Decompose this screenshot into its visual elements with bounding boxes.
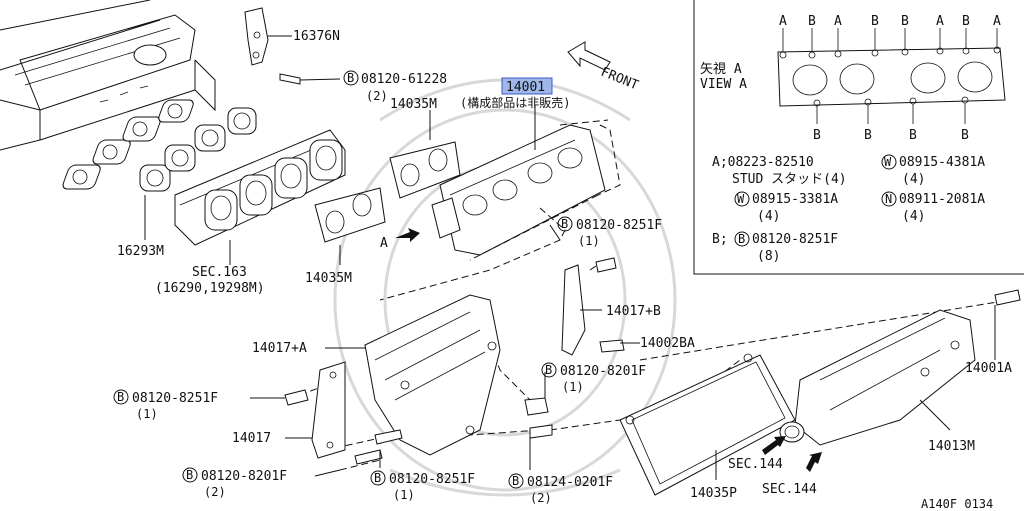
legend-w-3381a-qty: (4)	[757, 209, 780, 224]
legend-w-4381a: 08915-4381A	[899, 155, 985, 170]
inset-top-letter-8: A	[993, 14, 1001, 29]
heat-shield-14017	[311, 361, 346, 459]
label-14017: 14017	[232, 431, 271, 446]
inset-top-letter-4: B	[871, 14, 879, 29]
label-sec144-a: SEC.144	[728, 457, 783, 472]
engine-head	[0, 0, 216, 151]
gasket-14035p	[619, 353, 796, 496]
label-arrow-a: A	[380, 236, 388, 251]
bolt-61228	[279, 73, 341, 85]
b-symbol: B	[512, 474, 519, 488]
label-sec144-b: SEC.144	[762, 482, 817, 497]
label-08120-61228: 08120-61228	[361, 72, 447, 87]
label-08120-8251f-l: 08120-8251F	[132, 391, 218, 406]
label-14013m: 14013M	[928, 439, 975, 454]
label-14035m-mid: 14035M	[305, 271, 352, 286]
label-14017b: 14017+B	[606, 304, 661, 319]
gasket-14035m-lower	[314, 187, 386, 243]
bolts	[284, 257, 1021, 465]
b-symbol: B	[186, 468, 193, 482]
gasket-14035m-upper	[389, 141, 461, 199]
inset-top-letter-5: B	[901, 14, 909, 29]
highlight-box	[501, 77, 553, 95]
footer-code: A140F 0134	[921, 497, 993, 511]
ref-b-0201f: B 08124-0201F (2)	[508, 473, 613, 505]
legend-n-2081a: 08911-2081A	[899, 192, 985, 207]
b-symbol: B	[738, 232, 745, 246]
qty-2-b: (2)	[204, 485, 226, 499]
legend-w-4381a-qty: (4)	[902, 172, 925, 187]
ref-b-8251f-b: B 08120-8251F (1)	[370, 470, 475, 502]
label-14001a: 14001A	[965, 361, 1012, 376]
label-08120-8201f-m: 08120-8201F	[560, 364, 646, 379]
inset-top-letter-3: A	[834, 14, 842, 29]
intake-manifold	[174, 129, 346, 246]
w-symbol: W	[737, 192, 745, 206]
legend-b-8251f-qty: (8)	[757, 249, 780, 264]
label-14017a: 14017+A	[252, 341, 307, 356]
inset-bottom-letter-3: B	[909, 128, 917, 143]
legend-a-stud: A;08223-82510	[712, 155, 814, 170]
legend-w-3381a: 08915-3381A	[752, 192, 838, 207]
label-08120-8201f-b: 08120-8201F	[201, 469, 287, 484]
qty-2: (2)	[366, 89, 388, 103]
view-arrow-a	[395, 228, 420, 242]
legend-b-8251f: 08120-8251F	[752, 232, 838, 247]
qty-1-l: (1)	[136, 407, 158, 421]
ref-b-8251f-l: B 08120-8251F (1)	[113, 389, 218, 421]
front-arrow-icon	[567, 41, 611, 71]
qty-1-m: (1)	[562, 380, 584, 394]
exhaust-pipe-14013m	[779, 309, 976, 446]
label-08120-8251f-b: 08120-8251F	[389, 472, 475, 487]
b-symbol: B	[347, 71, 354, 85]
front-label: FRONT	[599, 65, 641, 94]
note-not-sold: (構成部品は非販売)	[460, 95, 570, 110]
intake-gaskets	[62, 99, 257, 192]
ref-b-8251f-r: B 08120-8251F (1)	[557, 216, 662, 248]
label-16293m: 16293M	[117, 244, 164, 259]
inset-bottom-letter-4: B	[961, 128, 969, 143]
ref-b-8201f-m: B 08120-8201F (1)	[541, 362, 646, 394]
b-symbol: B	[117, 390, 124, 404]
label-14035m-top: 14035M	[390, 97, 437, 112]
label-sec163-sub: (16290,19298M)	[155, 281, 265, 296]
qty-1-b: (1)	[393, 488, 415, 502]
exhaust-manifold-14001	[431, 124, 606, 256]
inset-view-jp: 矢視 A	[700, 62, 742, 77]
legend-b-prefix: B;	[712, 232, 728, 247]
inset-top-letter-7: B	[962, 14, 970, 29]
flange-leaders	[782, 28, 998, 124]
inset-bottom-letter-2: B	[864, 128, 872, 143]
inset-view-en: VIEW A	[700, 77, 747, 92]
legend-a-stud-sub: STUD スタッド(4)	[732, 172, 847, 187]
ref-b-8201f-b: B 08120-8201F (2)	[182, 467, 287, 499]
inset-top-letter-1: A	[779, 14, 787, 29]
legend-n-2081a-qty: (4)	[902, 209, 925, 224]
heat-shield-14017a	[364, 294, 501, 456]
inset-bottom-letter-1: B	[813, 128, 821, 143]
heat-shield-14017b	[561, 264, 586, 356]
sec144-arrows	[762, 436, 822, 472]
w-symbol: W	[884, 155, 892, 169]
b-symbol: B	[561, 217, 568, 231]
n-symbol: N	[885, 192, 892, 206]
label-14001-highlight[interactable]: 14001	[506, 80, 545, 95]
qty-1-r: (1)	[578, 234, 600, 248]
label-16376n: 16376N	[293, 29, 340, 44]
inset-top-letter-2: B	[808, 14, 816, 29]
ref-b-61228: B 08120-61228 (2)	[343, 70, 447, 103]
bracket-16376n	[244, 7, 292, 66]
b-symbol: B	[374, 471, 381, 485]
b-symbol: B	[545, 363, 552, 377]
inset-top-letter-6: A	[936, 14, 944, 29]
label-14035p: 14035P	[690, 486, 737, 501]
label-14002ba: 14002BA	[640, 336, 695, 351]
qty-2-0201: (2)	[530, 491, 552, 505]
label-08120-8251f-r: 08120-8251F	[576, 218, 662, 233]
label-08124-0201f: 08124-0201F	[527, 475, 613, 490]
label-sec163: SEC.163	[192, 265, 247, 280]
inset-view-a: 矢視 A VIEW A A B A B B	[693, 0, 1024, 275]
